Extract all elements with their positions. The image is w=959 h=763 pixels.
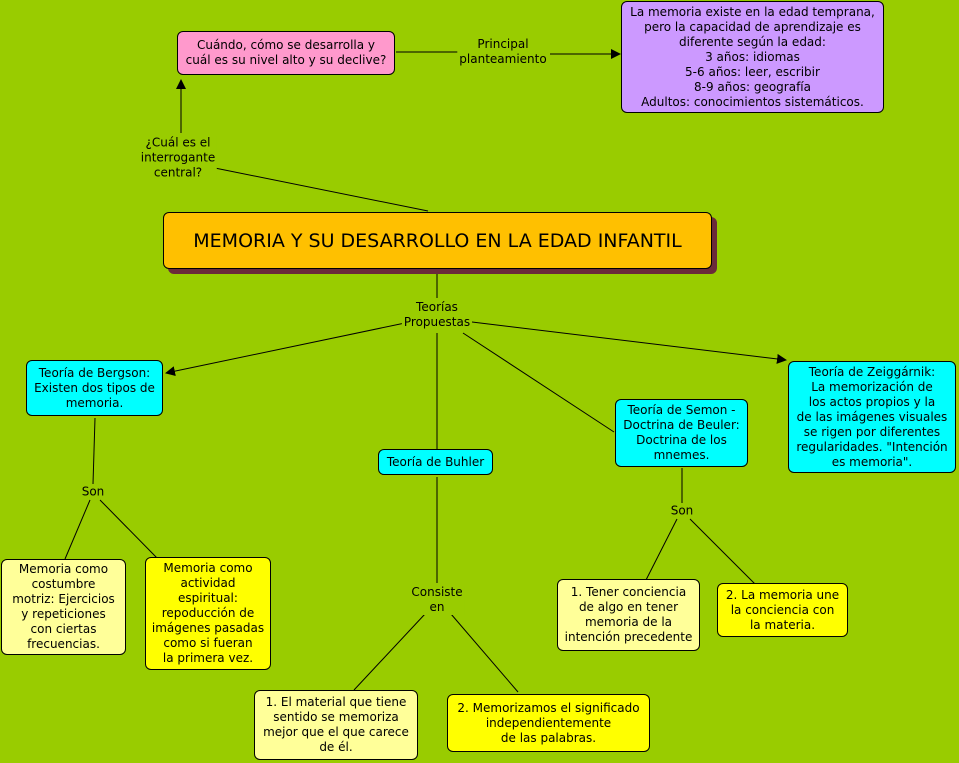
semon-materia-node: 2. La memoria une la conciencia con la m… bbox=[717, 583, 848, 637]
bergson-motriz-node: Memoria como costumbre motriz: Ejercicio… bbox=[1, 559, 126, 655]
semon-conciencia-node: 1. Tener conciencia de algo en tener mem… bbox=[557, 579, 700, 651]
connector-bergson-to-son bbox=[92, 417, 96, 485]
connector-teorias-to-semon bbox=[462, 332, 615, 433]
link-label-son-semon: Son bbox=[668, 503, 696, 519]
link-label-consiste: Consiste en bbox=[409, 585, 465, 615]
connector-son-to-semon-1 bbox=[645, 518, 678, 581]
connector-son-to-bergson-1 bbox=[64, 499, 91, 560]
link-label-planteamiento: Principal planteamiento bbox=[457, 37, 549, 67]
zeiggarnik-node: Teoría de Zeiggárnik: La memorización de… bbox=[788, 361, 956, 473]
title-node: MEMORIA Y SU DESARROLLO EN LA EDAD INFAN… bbox=[163, 212, 712, 269]
connector-consiste-to-buhler-2 bbox=[450, 613, 519, 693]
semon-node: Teoría de Semon - Doctrina de Beuler: Do… bbox=[615, 399, 748, 467]
buhler-significado-node: 2. Memorizamos el significado independie… bbox=[447, 694, 650, 752]
link-label-son-bergson: Son bbox=[79, 484, 107, 500]
connector-son-to-bergson-2 bbox=[99, 499, 159, 560]
answer-node: La memoria existe en la edad temprana, p… bbox=[621, 1, 884, 113]
bergson-espiritual-node: Memoria como actividad espiritual: repod… bbox=[145, 557, 271, 670]
connector-teorias-to-zeiggarnik bbox=[471, 321, 787, 364]
connector-title-to-interrogante bbox=[199, 164, 429, 212]
connector-consiste-to-buhler-1 bbox=[353, 613, 426, 691]
question-node: Cuándo, cómo se desarrolla y cuál es su … bbox=[177, 31, 395, 75]
link-label-teorias: Teorías Propuestas bbox=[401, 300, 473, 330]
connector-teorias-to-bergson bbox=[165, 322, 406, 377]
buhler-node: Teoría de Buhler bbox=[378, 449, 493, 475]
connector-son-to-semon-2 bbox=[689, 518, 756, 585]
buhler-sentido-node: 1. El material que tiene sentido se memo… bbox=[254, 690, 418, 760]
link-label-interrogante: ¿Cuál es el interrogante central? bbox=[138, 135, 218, 181]
bergson-node: Teoría de Bergson: Existen dos tipos de … bbox=[26, 360, 163, 416]
